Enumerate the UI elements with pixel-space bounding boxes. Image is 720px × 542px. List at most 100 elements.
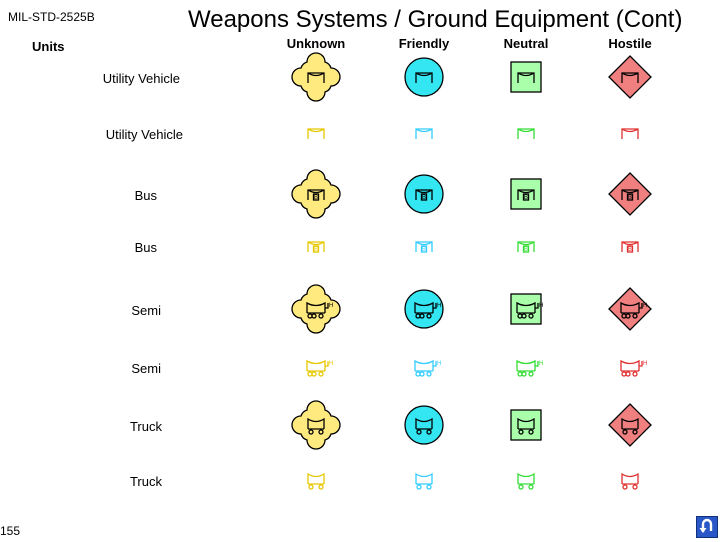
unknown-frame	[291, 52, 341, 102]
semi-letter: H	[643, 303, 647, 309]
column-header-hostile: Hostile	[608, 36, 652, 51]
back-button[interactable]	[696, 516, 718, 538]
semi-trailer-icon	[414, 301, 434, 314]
symbol-truck-unknown	[307, 472, 325, 490]
symbol-utility-neutral	[517, 128, 535, 139]
truck-icon	[307, 472, 325, 485]
utility-vehicle-icon	[517, 72, 535, 83]
bus-box-icon	[626, 193, 634, 201]
symbol-semi-unknown: H	[306, 359, 333, 377]
symbol-utility-hostile	[621, 128, 639, 139]
semi-hitch-icon	[639, 303, 643, 309]
symbol-semi-friendly-framed: H	[404, 289, 444, 329]
symbol-bus-neutral-framed: B	[510, 178, 542, 210]
column-header-unknown: Unknown	[286, 36, 346, 51]
symbol-semi-hostile-framed: H	[608, 287, 652, 331]
units-label: Units	[32, 39, 65, 54]
bus-body-icon	[415, 241, 433, 252]
friendly-frame	[404, 405, 444, 445]
semi-trailer-icon	[620, 301, 640, 314]
u-turn-back-icon	[699, 518, 713, 533]
symbol-utility-friendly	[415, 128, 433, 139]
bus-letter: B	[524, 195, 528, 201]
utility-vehicle-icon	[621, 128, 639, 139]
bus-letter: B	[628, 195, 632, 201]
symbol-utility-neutral-framed	[510, 61, 542, 93]
truck-icon	[307, 417, 325, 430]
semi-letter: H	[539, 361, 543, 367]
bus-body-icon	[517, 241, 535, 252]
semi-trailer-icon	[306, 359, 326, 372]
symbol-bus-friendly-framed: B	[404, 174, 444, 214]
semi-trailer-icon	[414, 359, 434, 372]
truck-icon	[415, 417, 433, 430]
semi-trailer-icon	[516, 301, 536, 314]
row-label-semi-framed: Semi	[131, 303, 161, 318]
neutral-frame	[510, 61, 542, 93]
symbol-bus-friendly: B	[415, 241, 433, 253]
symbol-truck-unknown-framed	[291, 400, 341, 450]
row-label-utility-vehicle-framed: Utility Vehicle	[102, 71, 180, 86]
page-number: 155	[0, 524, 21, 538]
truck-icon	[415, 472, 433, 485]
friendly-frame	[404, 57, 444, 97]
utility-vehicle-icon	[415, 128, 433, 139]
symbol-truck-hostile-framed	[608, 403, 652, 447]
semi-hitch-icon	[433, 361, 437, 367]
symbol-bus-hostile-framed: B	[608, 172, 652, 216]
bus-letter: B	[314, 195, 318, 201]
symbol-truck-neutral-framed	[510, 409, 542, 441]
symbol-semi-unknown-framed: H	[291, 284, 341, 334]
bus-box-icon	[420, 245, 428, 253]
bus-letter: B	[422, 195, 426, 201]
symbol-utility-hostile-framed	[608, 55, 652, 99]
symbol-bus-unknown: B	[307, 241, 325, 253]
bus-letter: B	[628, 247, 632, 253]
symbol-utility-friendly-framed	[404, 57, 444, 97]
semi-letter: H	[437, 303, 441, 309]
semi-hitch-icon	[325, 303, 329, 309]
bus-letter: B	[422, 247, 426, 253]
symbol-truck-friendly-framed	[404, 405, 444, 445]
semi-letter: H	[437, 361, 441, 367]
symbol-bus-neutral: B	[517, 241, 535, 253]
bus-body-icon	[307, 241, 325, 252]
bus-box-icon	[522, 193, 530, 201]
bus-box-icon	[626, 245, 634, 253]
column-header-friendly: Friendly	[398, 36, 450, 51]
bus-box-icon	[420, 193, 428, 201]
truck-icon	[517, 417, 535, 430]
semi-hitch-icon	[535, 361, 539, 367]
symbol-utility-unknown-framed	[291, 52, 341, 102]
utility-vehicle-icon	[517, 128, 535, 139]
semi-trailer-icon	[516, 359, 536, 372]
row-label-bus: Bus	[134, 240, 157, 255]
semi-letter: H	[643, 361, 647, 367]
neutral-frame	[510, 293, 542, 325]
symbol-semi-friendly: H	[414, 359, 441, 377]
symbol-semi-neutral-framed: H	[510, 293, 543, 325]
semi-letter: H	[329, 361, 333, 367]
hostile-frame	[608, 287, 652, 331]
symbol-truck-friendly	[415, 472, 433, 490]
bus-letter: B	[314, 247, 318, 253]
bus-body-icon	[307, 189, 325, 200]
utility-vehicle-icon	[621, 72, 639, 83]
bus-body-icon	[517, 189, 535, 200]
utility-vehicle-icon	[307, 72, 325, 83]
semi-hitch-icon	[535, 303, 539, 309]
row-label-bus-framed: Bus	[134, 188, 157, 203]
bus-letter: B	[524, 247, 528, 253]
bus-body-icon	[621, 189, 639, 200]
bus-body-icon	[621, 241, 639, 252]
unknown-frame	[291, 400, 341, 450]
symbol-truck-hostile	[621, 472, 639, 490]
bus-box-icon	[312, 193, 320, 201]
utility-vehicle-icon	[415, 72, 433, 83]
semi-hitch-icon	[325, 361, 329, 367]
symbol-bus-unknown-framed: B	[291, 169, 341, 219]
truck-icon	[621, 472, 639, 485]
bus-box-icon	[522, 245, 530, 253]
semi-letter: H	[539, 303, 543, 309]
